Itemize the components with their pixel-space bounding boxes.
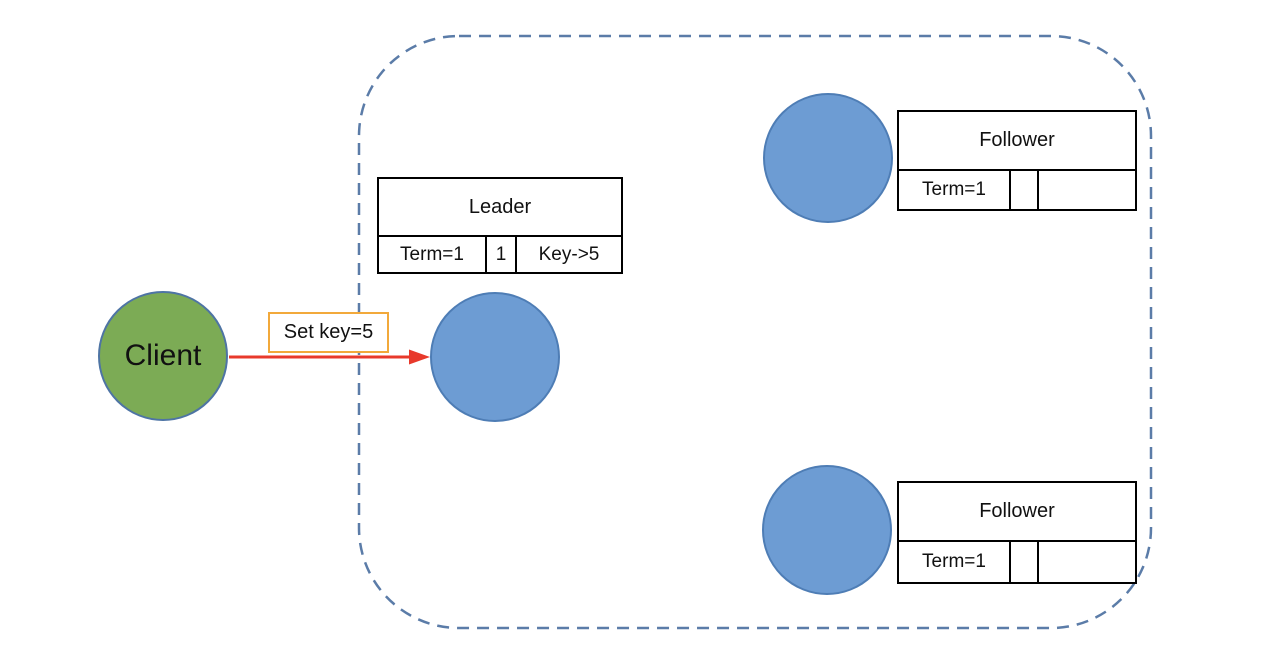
leader-log-entry-cell: Key->5 — [538, 243, 600, 265]
leader-log-index-cell: 1 — [487, 237, 517, 272]
follower-bottom-log-row: Term=1 — [899, 542, 1135, 582]
follower-bottom-term-cell: Term=1 — [899, 542, 1011, 582]
follower-node-top — [763, 93, 893, 223]
request-arrow-head — [409, 349, 430, 365]
leader-title: Leader — [379, 179, 621, 237]
follower-top-log-row: Term=1 — [899, 171, 1135, 209]
client-label: Client — [124, 339, 202, 372]
leader-table: Leader Term=1 1 Key->5 — [377, 177, 623, 274]
message-box: Set key=5 — [268, 312, 389, 353]
follower-top-log-index-cell — [1011, 171, 1039, 209]
client-node: Client — [98, 291, 228, 421]
follower-top-log-entry-cell — [1039, 171, 1135, 209]
message-label: Set key=5 — [283, 321, 374, 343]
follower-bottom-title: Follower — [899, 483, 1135, 542]
follower-node-bottom — [762, 465, 892, 595]
leader-node — [430, 292, 560, 422]
follower-table-bottom: Follower Term=1 — [897, 481, 1137, 584]
leader-term-cell: Term=1 — [379, 237, 487, 272]
follower-bottom-log-entry-cell — [1039, 542, 1135, 582]
follower-bottom-log-index-cell — [1011, 542, 1039, 582]
follower-top-title: Follower — [899, 112, 1135, 171]
follower-top-term-cell: Term=1 — [899, 171, 1011, 209]
leader-log-row: Term=1 1 Key->5 — [379, 237, 621, 272]
follower-table-top: Follower Term=1 — [897, 110, 1137, 211]
